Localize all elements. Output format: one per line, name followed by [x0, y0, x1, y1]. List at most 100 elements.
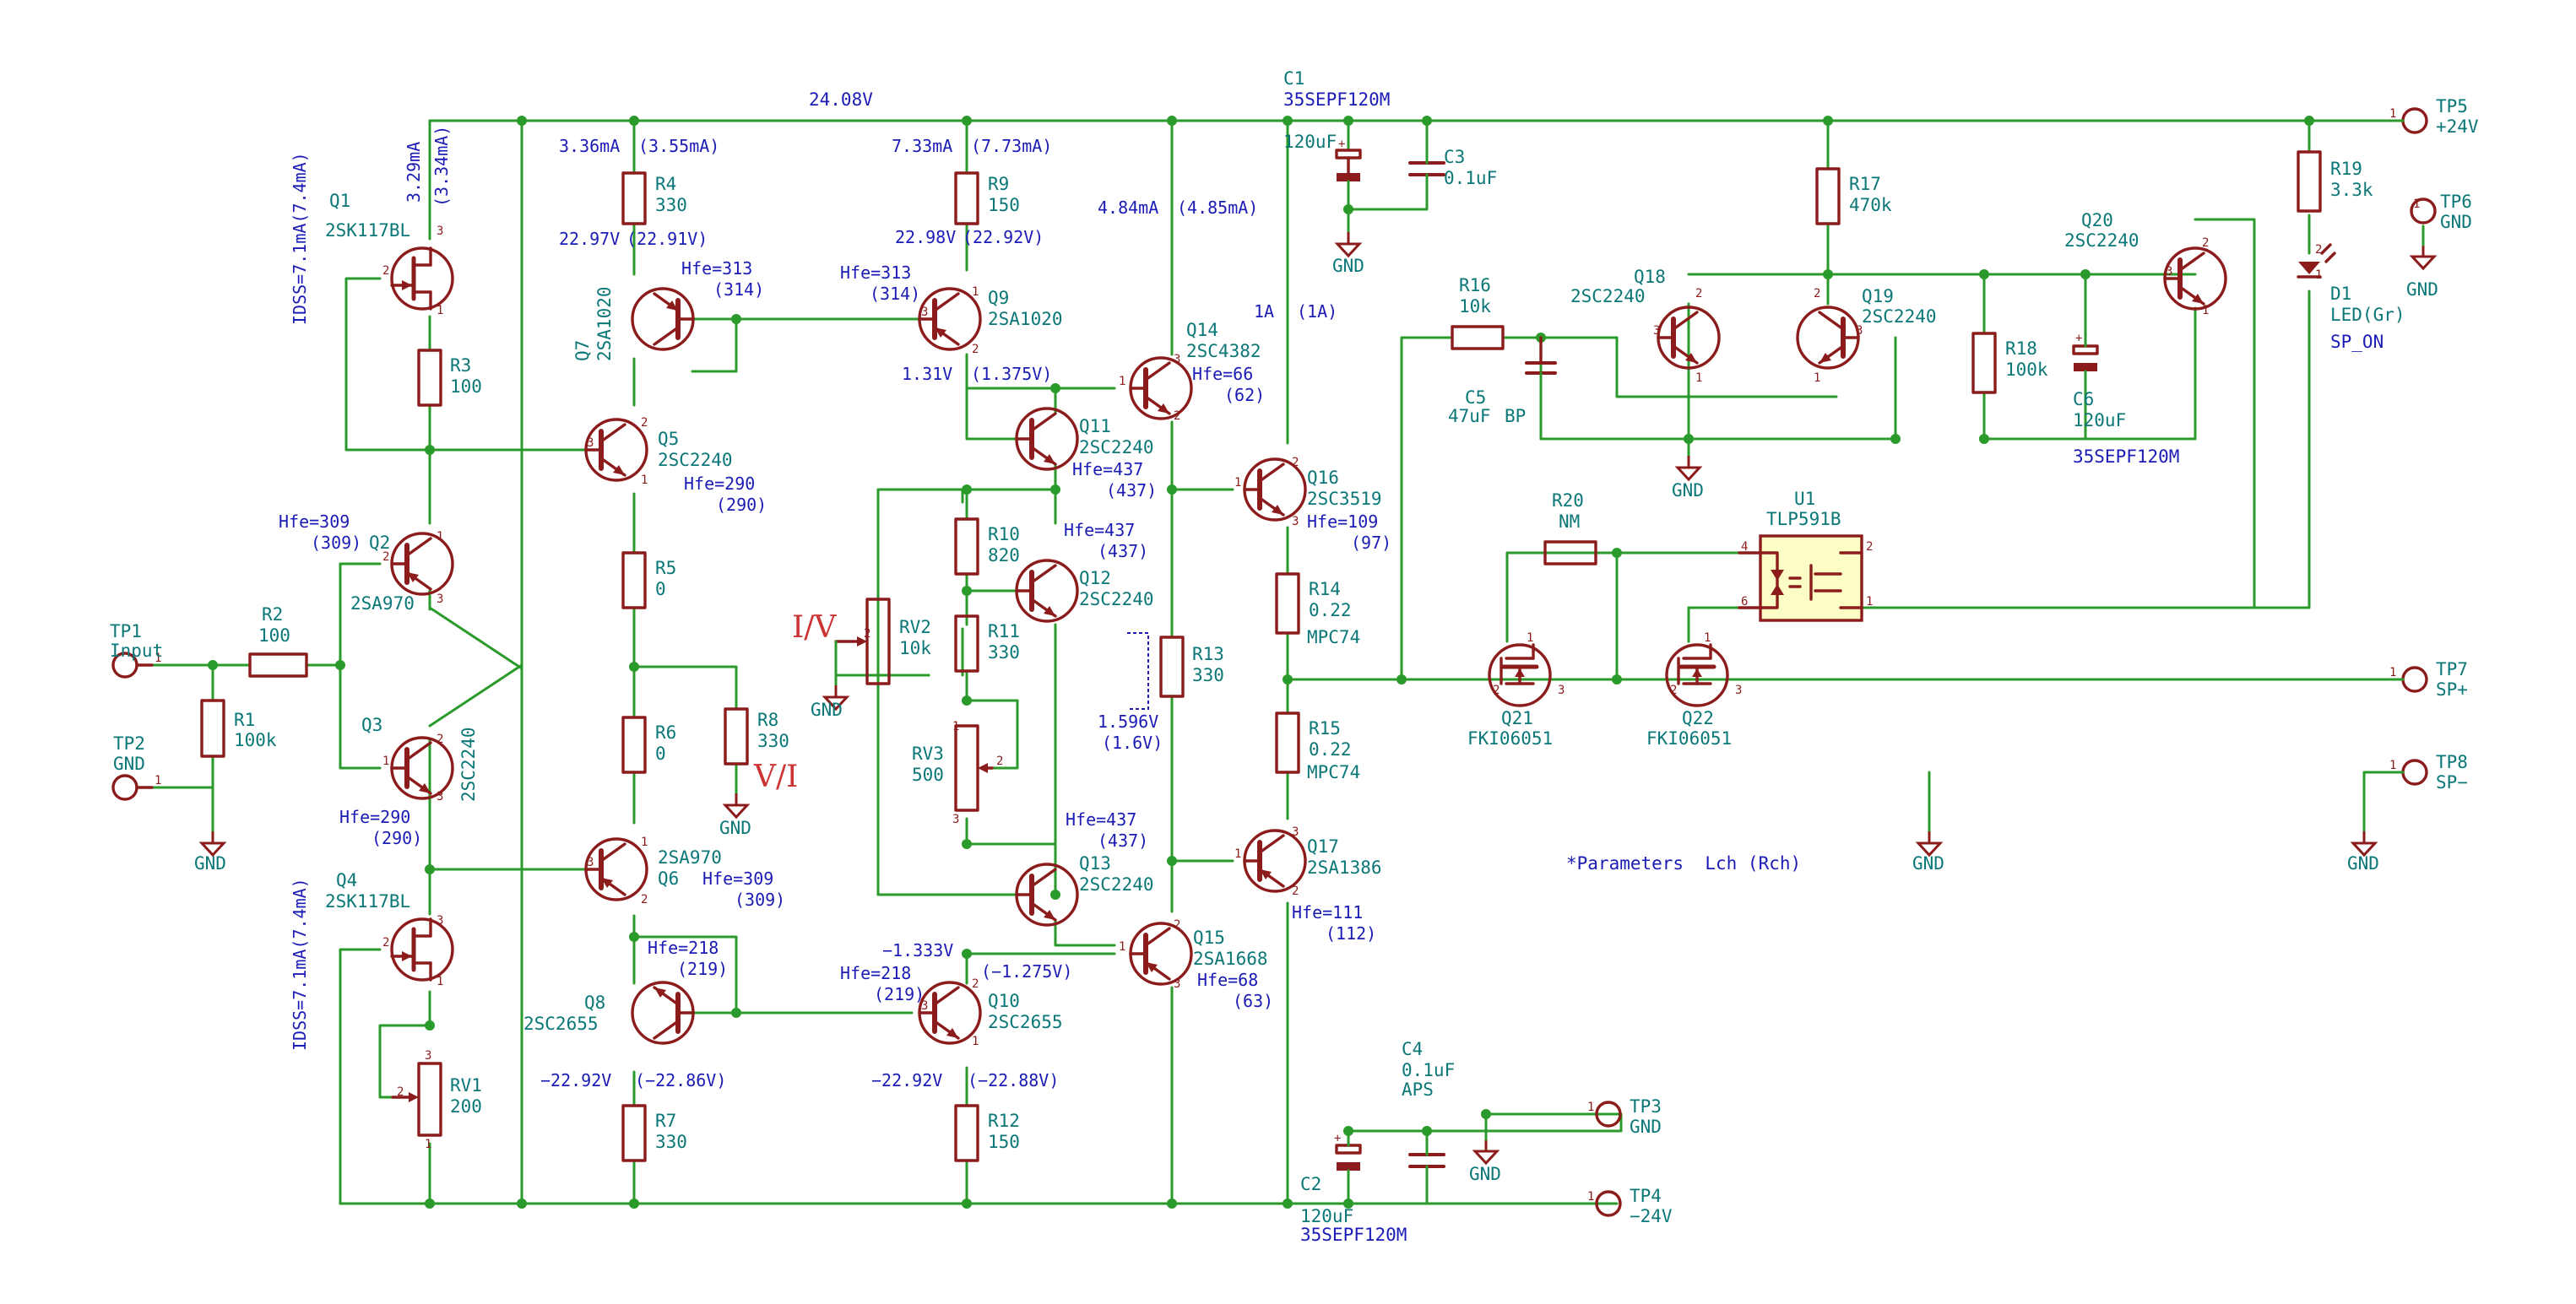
svg-text:6: 6 — [1741, 595, 1748, 609]
q14-hfe-r: (62) — [1224, 385, 1265, 405]
r9-ref: R9 — [988, 174, 1009, 194]
r13-drop-r: (1.6V) — [1102, 733, 1163, 753]
rv1-ref: RV1 — [450, 1075, 482, 1096]
q17-ref: Q17 — [1307, 836, 1339, 857]
resistor-symbols — [200, 150, 2322, 1162]
r18-value: 100k — [2005, 360, 2048, 380]
q3-hfe: Hfe=290 — [339, 807, 410, 827]
r4-current: 3.36mA — [559, 136, 620, 156]
wires — [150, 119, 2391, 1205]
svg-text:3: 3 — [437, 592, 443, 606]
r8-ref: R8 — [757, 710, 778, 730]
svg-text:1: 1 — [952, 720, 959, 733]
q16-ref: Q16 — [1307, 468, 1339, 488]
r3-value: 100 — [450, 376, 482, 397]
q11-ref: Q11 — [1079, 416, 1111, 436]
gnd-icon — [200, 830, 225, 857]
testpoint-tp2-icon[interactable] — [111, 774, 138, 801]
q19-ref: Q19 — [1862, 286, 1894, 306]
resistor-r18-body — [1971, 332, 1997, 394]
q11-part: 2SC2240 — [1079, 437, 1154, 457]
gnd-label: GND — [1912, 853, 1944, 874]
q13-hfe-r: (437) — [1098, 831, 1148, 851]
r7-ref: R7 — [655, 1111, 676, 1131]
tp7-name: SP+ — [2436, 679, 2468, 700]
svg-text:+: + — [1334, 1132, 1341, 1145]
idle-current-r: (1A) — [1297, 301, 1337, 322]
r15-extra: MPC74 — [1307, 762, 1360, 782]
pot-rv1-body — [417, 1062, 442, 1137]
gnd-label: GND — [2406, 279, 2438, 300]
testpoint-tp7-icon[interactable] — [2401, 666, 2428, 693]
r1-ref: R1 — [234, 710, 255, 730]
q2-hfe: Hfe=309 — [279, 511, 350, 532]
q10-hfe: Hfe=218 — [840, 963, 911, 983]
testpoint-tp5-icon[interactable] — [2401, 107, 2428, 134]
svg-text:3: 3 — [921, 999, 928, 1013]
tp1-ref: TP1 — [110, 621, 142, 641]
q3-part: 2SC2240 — [458, 727, 479, 802]
svg-text:2: 2 — [397, 1085, 404, 1099]
q6-part: 2SA970 — [658, 847, 722, 868]
npn-q14-icon — [1131, 358, 1191, 419]
resistor-r14-body — [1275, 572, 1300, 635]
tp2-ref: TP2 — [113, 733, 145, 754]
svg-text:2: 2 — [1695, 287, 1702, 300]
svg-text:2: 2 — [641, 893, 648, 906]
r16-value: 10k — [1459, 296, 1491, 317]
testpoint-tp8-icon[interactable] — [2401, 759, 2428, 786]
rv3-ref: RV3 — [912, 744, 944, 764]
r19-ref: R19 — [2330, 159, 2362, 179]
svg-text:1: 1 — [2389, 666, 2396, 679]
svg-text:2: 2 — [1866, 540, 1873, 554]
q1-idss: IDSS=7.1mA(7.4mA) — [290, 152, 310, 325]
svg-text:3: 3 — [2166, 265, 2172, 279]
r10-value: 820 — [988, 545, 1020, 565]
gnd-icon — [1676, 454, 1701, 481]
gnd-icon — [724, 792, 749, 819]
r4-voltage-r: (22.91V) — [626, 229, 708, 249]
svg-text:1: 1 — [425, 1138, 431, 1151]
svg-text:2: 2 — [1292, 885, 1299, 898]
c6-sub: 35SEPF120M — [2073, 446, 2179, 467]
resistor-r11-body — [954, 614, 979, 673]
q12-ref: Q12 — [1079, 568, 1111, 588]
ground-symbols — [200, 225, 2436, 1165]
svg-text:2: 2 — [1814, 287, 1820, 300]
r14-value: 0.22 — [1309, 600, 1352, 620]
resistor-r17-body — [1815, 167, 1841, 225]
q13-hfe: Hfe=437 — [1066, 809, 1136, 830]
svg-text:3: 3 — [437, 914, 443, 928]
q4-part: 2SK117BL — [325, 891, 410, 912]
q7-part: 2SA1020 — [594, 286, 615, 361]
led-d1-icon — [2297, 243, 2336, 279]
resistor-r6-body — [621, 716, 647, 774]
c5-sub: BP — [1505, 406, 1526, 426]
idle-current: 1A — [1254, 301, 1274, 322]
q9-part: 2SA1020 — [988, 309, 1063, 329]
resistor-r1-body — [200, 699, 225, 758]
q9-hfe-r: (314) — [870, 284, 920, 304]
r14-extra: MPC74 — [1307, 627, 1360, 647]
npn-q8-icon — [632, 982, 693, 1043]
resistor-r8-body — [724, 707, 749, 766]
r4-value: 330 — [655, 195, 687, 215]
q6-ref: Q6 — [658, 868, 679, 889]
npn-q20-icon — [2165, 248, 2226, 309]
tp8-ref: TP8 — [2436, 752, 2468, 772]
q2-ref: Q2 — [369, 533, 390, 553]
svg-text:1: 1 — [1527, 631, 1533, 645]
r1-value: 100k — [234, 730, 277, 750]
gnd-label: GND — [194, 853, 226, 874]
gnd-label: GND — [1672, 480, 1704, 500]
svg-text:1: 1 — [437, 975, 443, 988]
q16-part: 2SC3519 — [1307, 489, 1382, 509]
q20-part: 2SC2240 — [2064, 230, 2139, 251]
q21-part: FKI06051 — [1467, 728, 1553, 749]
svg-text:2: 2 — [1670, 684, 1677, 697]
svg-text:1: 1 — [2315, 268, 2322, 282]
q11-voltage: 1.31V — [902, 364, 952, 384]
resistor-r13-body — [1159, 636, 1185, 698]
q19-part: 2SC2240 — [1862, 306, 1937, 327]
tp6-ref: TP6 — [2440, 192, 2472, 212]
